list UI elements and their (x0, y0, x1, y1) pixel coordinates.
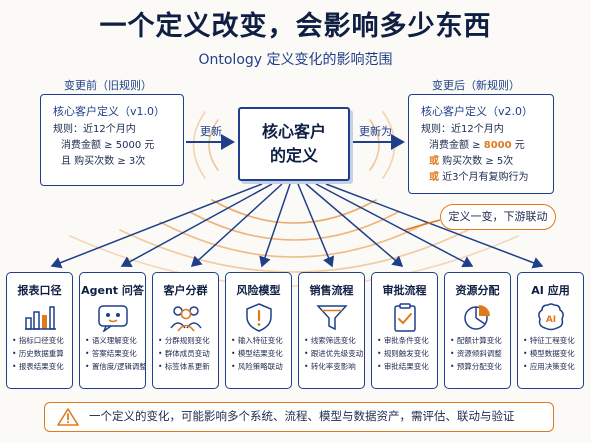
new-threshold-value: 8000 (483, 140, 512, 151)
callout-pointer (404, 219, 441, 231)
impact-card-segmentation: 客户分群 分群规则变化 群体成员变动 标签体系更新 (152, 272, 219, 389)
link-to-card-3 (190, 183, 283, 268)
or-marker: 或 (429, 172, 439, 183)
card-item: 历史数据重算 (12, 347, 72, 360)
new-rule-line: 或 近3个月有复购行为 (421, 170, 553, 186)
card-item: 输入特征变化 (231, 334, 291, 347)
new-rule-suffix: 元 (511, 140, 525, 151)
arrow-update-label: 更新 (200, 125, 222, 138)
clipboard-check-icon (393, 303, 416, 332)
old-rule-line: 且 购买次数 ≥ 3次 (61, 156, 146, 167)
before-label: 变更前（旧规则） (64, 79, 152, 92)
impact-card-report: 报表口径 指标口径变化 历史数据重算 报表结果变化 (6, 272, 73, 389)
footer-text: 一个定义的变化，可能影响多个系统、流程、模型与数据资产，需评估、联动与验证 (89, 409, 515, 423)
new-definition-box: 核心客户定义（v2.0） 规则：近12个月内 消费金额 ≥ 8000 元 或 购… (408, 94, 554, 194)
card-item: 审批条件变化 (377, 334, 437, 347)
impact-callout: 定义一变，下游联动 (440, 204, 556, 230)
warning-icon (57, 408, 79, 426)
card-item: 报表结果变化 (12, 360, 72, 373)
card-item: 指标口径变化 (12, 334, 72, 347)
card-item: 转化率变影响 (304, 360, 364, 373)
card-item: 群体成员变动 (158, 347, 218, 360)
card-item: 配额计算变化 (450, 334, 510, 347)
link-to-card-6 (305, 183, 404, 267)
core-concept-line2: 的定义 (269, 146, 318, 165)
card-item: 线索筛选变化 (304, 334, 364, 347)
card-title: 审批流程 (382, 284, 427, 297)
impact-card-agent: Agent 问答 语义理解变化 答案结果变化 置信度/逻辑调整 (79, 272, 146, 389)
link-to-card-1 (50, 183, 263, 269)
ai-brain-icon: AI (537, 303, 564, 331)
new-rule-text: 购买次数 ≥ 5次 (439, 156, 514, 167)
card-title: 风险模型 (236, 284, 281, 297)
card-item: 模型结果变化 (231, 347, 291, 360)
card-item: 风险策略联动 (231, 360, 291, 373)
card-item: 特征工程变化 (523, 334, 583, 347)
link-to-card-4 (259, 183, 291, 268)
old-definition-box: 核心客户定义（v1.0） 规则：近12个月内 消费金额 ≥ 5000 元 且 购… (40, 94, 184, 186)
core-concept-line1: 核心客户 (261, 122, 326, 141)
after-label: 变更后（新规则） (432, 79, 520, 92)
svg-text:AI: AI (545, 315, 555, 325)
new-rule-line: 消费金额 ≥ 8000 元 (421, 138, 553, 154)
card-title: AI 应用 (531, 284, 570, 297)
link-to-card-2 (120, 183, 273, 267)
card-item: 模型数据变化 (523, 347, 583, 360)
card-item: 资源倾斜调整 (450, 347, 510, 360)
card-item: 分群规则变化 (158, 334, 218, 347)
impact-card-risk: 风险模型 输入特征变化 模型结果变化 风险策略联动 (225, 272, 292, 389)
old-rule-line: 规则：近12个月内 (53, 124, 136, 135)
impact-card-approval: 审批流程 审批条件变化 规则触发变化 审批结果变化 (371, 272, 438, 389)
impact-card-ai: AI 应用 AI 特征工程变化 模型数据变化 应用决策变化 (517, 272, 584, 389)
new-rule-line: 规则：近12个月内 (421, 124, 504, 135)
link-to-card-7 (315, 183, 474, 268)
card-item: 跟进优先级变动 (304, 347, 364, 360)
impact-card-resources: 资源分配 配额计算变化 资源倾斜调整 预算分配变化 (444, 272, 511, 389)
card-item: 应用决策变化 (523, 360, 583, 373)
link-to-card-8 (325, 183, 544, 269)
card-item: 规则触发变化 (377, 347, 437, 360)
arrow-change-label: 更新为 (359, 125, 392, 138)
card-item: 预算分配变化 (450, 360, 510, 373)
card-item: 置信度/逻辑调整 (85, 360, 145, 373)
card-title: 销售流程 (309, 284, 354, 297)
link-to-card-5 (297, 183, 335, 268)
card-item: 标签体系更新 (158, 360, 218, 373)
page-title: 一个定义改变，会影响多少东西 (99, 11, 492, 42)
pie-chart-icon (463, 305, 490, 330)
new-rule-line: 或 购买次数 ≥ 5次 (421, 154, 553, 170)
core-concept-box: 核心客户 的定义 (238, 107, 350, 181)
bar-chart-icon (24, 306, 56, 330)
page-subtitle: Ontology 定义变化的影响范围 (198, 52, 393, 68)
impact-card-sales: 销售流程 线索筛选变化 跟进优先级变动 转化率变影响 (298, 272, 365, 389)
funnel-icon (315, 305, 348, 331)
card-title: Agent 问答 (81, 284, 144, 297)
card-item: 审批结果变化 (377, 360, 437, 373)
robot-chat-icon (97, 305, 128, 332)
card-title: 资源分配 (455, 284, 500, 297)
shield-warning-icon (245, 303, 272, 332)
old-rule-line: 消费金额 ≥ 5000 元 (61, 140, 155, 151)
new-rule-text: 近3个月有复购行为 (439, 172, 529, 183)
people-group-icon (169, 306, 202, 332)
old-definition-title: 核心客户定义（v1.0） (53, 105, 166, 118)
card-title: 报表口径 (17, 284, 62, 297)
card-item: 答案结果变化 (85, 347, 145, 360)
new-definition-title: 核心客户定义（v2.0） (421, 105, 534, 118)
footer-note: 一个定义的变化，可能影响多个系统、流程、模型与数据资产，需评估、联动与验证 (44, 402, 554, 432)
or-marker: 或 (429, 156, 439, 167)
new-rule-prefix: 消费金额 ≥ (429, 140, 484, 151)
card-title: 客户分群 (163, 284, 208, 297)
card-item: 语义理解变化 (85, 334, 145, 347)
